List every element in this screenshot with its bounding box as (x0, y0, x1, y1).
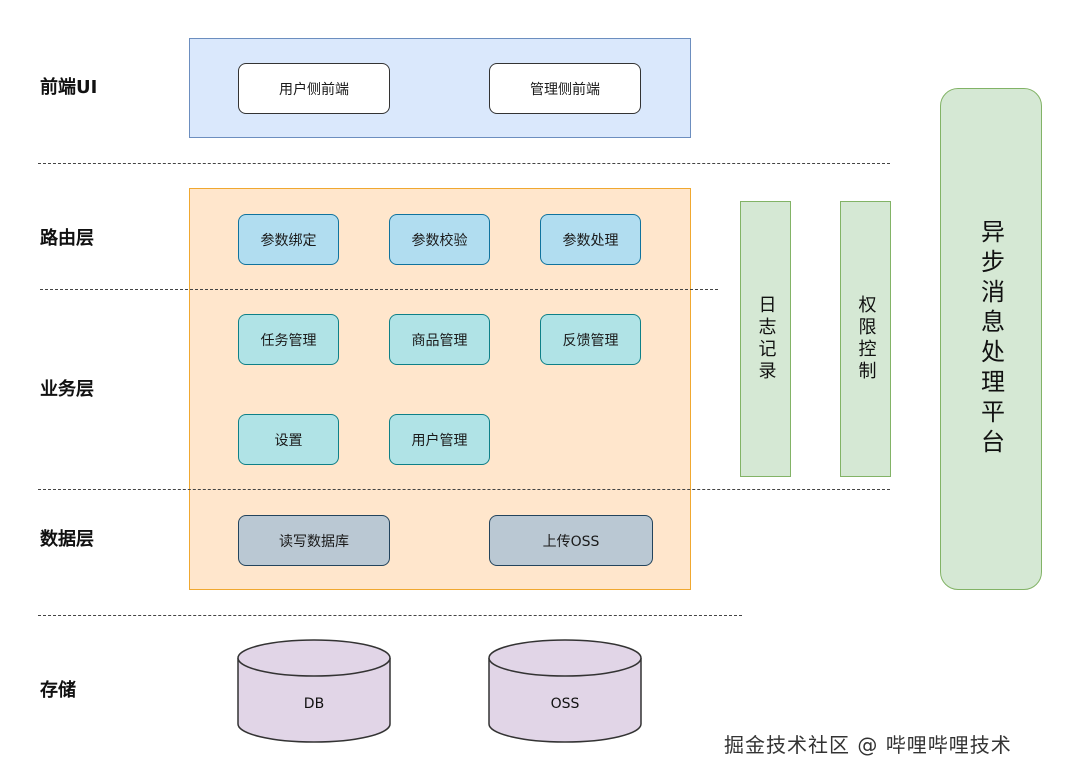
database-icon (488, 639, 642, 743)
permission-bar: 权限控制 (840, 201, 891, 477)
layer-label-routing: 路由层 (40, 228, 94, 249)
layer-label-frontend: 前端UI (40, 77, 98, 98)
separator-data (38, 615, 742, 616)
database-icon (237, 639, 391, 743)
async-message-platform: 异步消息处理平台 (940, 88, 1042, 590)
business-node-product: 商品管理 (389, 314, 490, 365)
watermark: 掘金技术社区 @ 哔哩哔哩技术 (724, 733, 1012, 757)
layer-label-business: 业务层 (40, 379, 94, 400)
data-node-db-rw: 读写数据库 (238, 515, 390, 566)
business-node-settings: 设置 (238, 414, 339, 465)
logging-bar: 日志记录 (740, 201, 791, 477)
separator-business (38, 489, 890, 490)
storage-oss-label: OSS (550, 696, 580, 712)
frontend-node-user: 用户侧前端 (238, 63, 390, 114)
storage-db-cylinder: DB (236, 638, 392, 744)
data-node-oss-upload: 上传OSS (489, 515, 653, 566)
business-node-user: 用户管理 (389, 414, 490, 465)
separator-frontend (38, 163, 890, 164)
routing-node-validate: 参数校验 (389, 214, 490, 265)
separator-routing (40, 289, 718, 290)
business-node-feedback: 反馈管理 (540, 314, 641, 365)
routing-node-bind: 参数绑定 (238, 214, 339, 265)
routing-node-process: 参数处理 (540, 214, 641, 265)
storage-db-label: DB (303, 696, 325, 712)
storage-oss-cylinder: OSS (487, 638, 643, 744)
layer-label-data: 数据层 (40, 529, 94, 550)
frontend-node-admin: 管理侧前端 (489, 63, 641, 114)
business-node-task: 任务管理 (238, 314, 339, 365)
layer-label-storage: 存储 (40, 680, 76, 701)
